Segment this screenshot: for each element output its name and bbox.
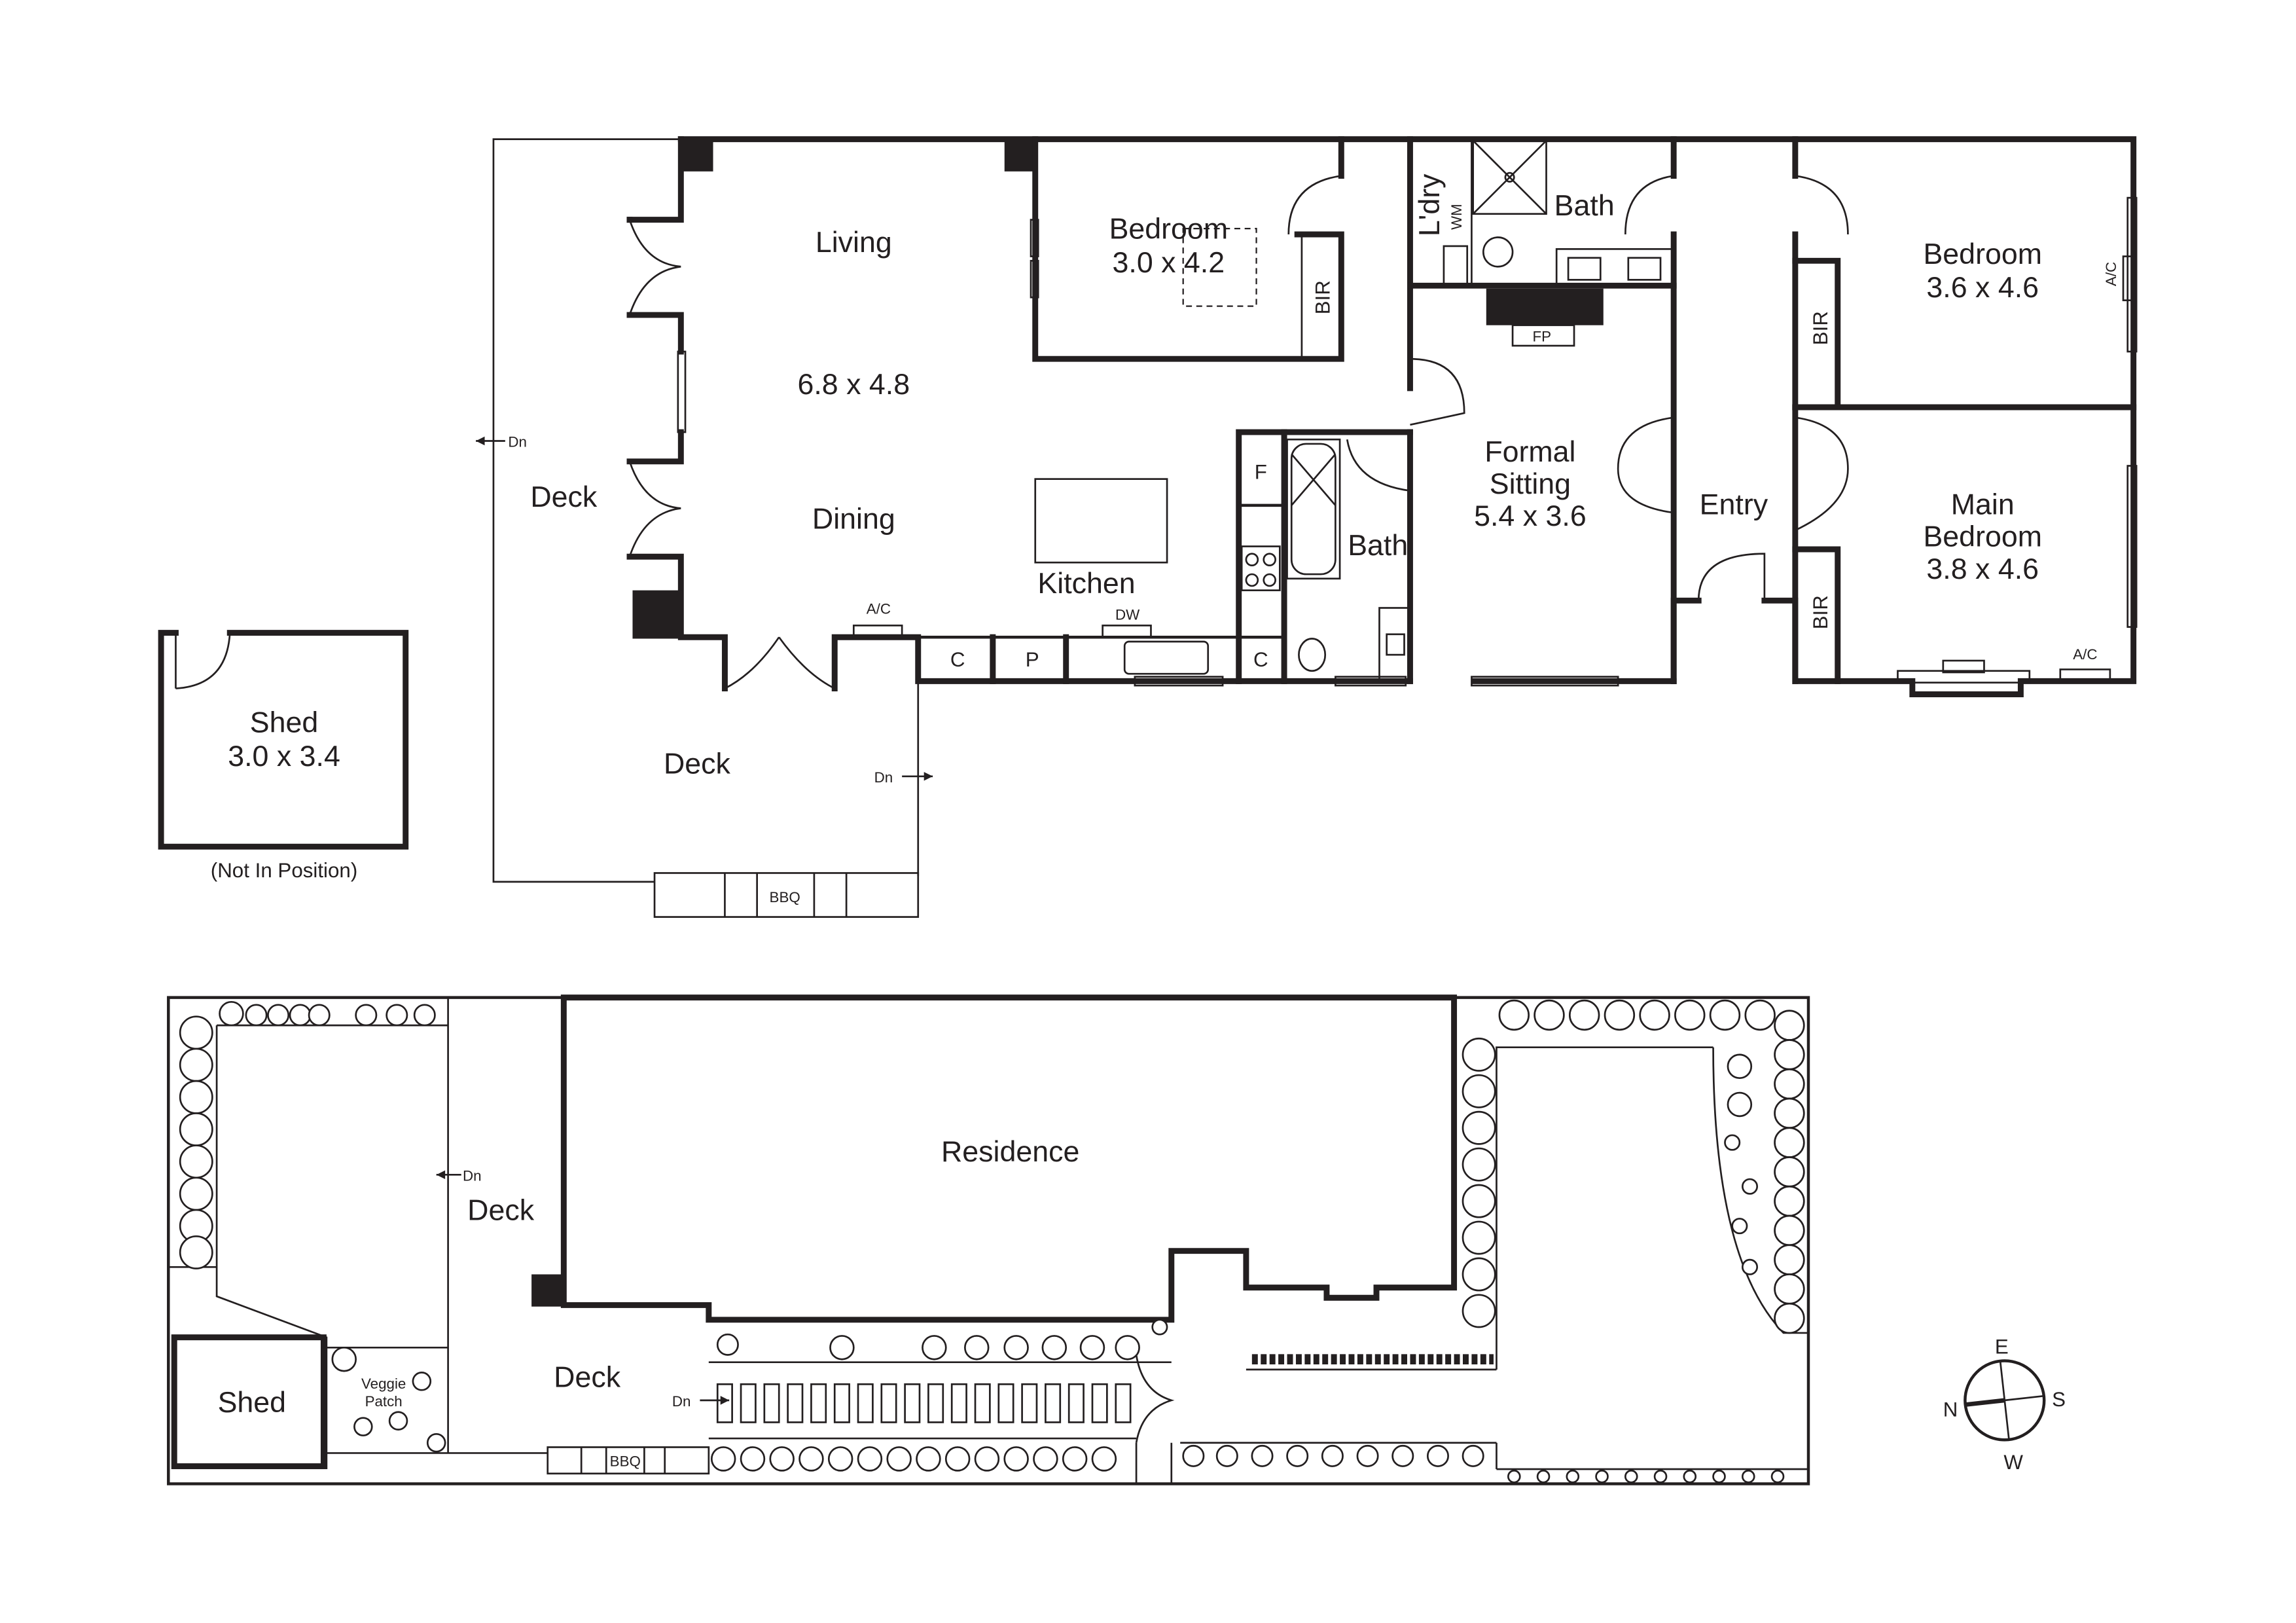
veggie-patch-label-2: Patch (365, 1393, 403, 1410)
residence-label: Residence (941, 1135, 1079, 1168)
room-formal-label-1: Formal (1484, 435, 1575, 468)
kitchen-bath (852, 429, 1619, 687)
cupboard-label: C (1253, 648, 1268, 671)
shed-position-note: (Not In Position) (211, 859, 358, 882)
room-bath-lower-label: Bath (1348, 529, 1408, 562)
compass-south: S (2052, 1388, 2066, 1411)
bir-label: BIR (1311, 280, 1334, 314)
svg-text:Dn: Dn (672, 1393, 691, 1410)
fireplace-surround (1486, 288, 1604, 325)
room-laundry-label: L'dry (1413, 173, 1446, 236)
room-bedroom-3-size: 3.6 x 4.6 (1926, 271, 2039, 304)
fridge-label: F (1255, 461, 1267, 484)
room-formal-size: 5.4 x 3.6 (1474, 500, 1587, 532)
compass-west: W (2003, 1451, 2023, 1474)
floor-plan-labels: Living 6.8 x 4.8 Dining Kitchen Bedroom … (476, 173, 2119, 905)
pier (1004, 139, 1037, 172)
deck-outline (492, 138, 920, 918)
cupboard-label: C (950, 648, 965, 671)
dishwasher-label: DW (1115, 606, 1140, 623)
stepping-stones (716, 1383, 1132, 1423)
room-main-bedroom-size: 3.8 x 4.6 (1926, 553, 2039, 585)
site-shed-label: Shed (218, 1386, 286, 1419)
site-stairs-down-upper: Dn (436, 1167, 482, 1184)
shed-label: Shed (250, 706, 318, 739)
room-dining-label: Dining (812, 503, 895, 536)
exterior-walls (626, 136, 2137, 697)
pantry-label: P (1026, 648, 1039, 671)
site-plan: Residence BBQ Shed Veggie Patch Deck Dec… (167, 994, 1810, 1486)
stairs-down-south: Dn (874, 769, 933, 786)
deck-south-label: Deck (664, 747, 731, 780)
veggie-patch-label-1: Veggie (361, 1376, 406, 1392)
room-kitchen-label: Kitchen (1037, 567, 1135, 600)
stairs-down-west: Dn (476, 433, 527, 450)
compass-east: E (1995, 1335, 2009, 1358)
deck-west-label: Deck (530, 481, 598, 513)
bedroom-2 (1030, 136, 1344, 362)
washing-machine-label: WM (1448, 204, 1465, 230)
shed-detached: Shed 3.0 x 3.4 (Not In Position) (158, 630, 409, 882)
room-main-bedroom-label-2: Bedroom (1923, 520, 2042, 553)
site-deck-upper-label: Deck (467, 1194, 535, 1227)
site-deck-lower-label: Deck (554, 1361, 621, 1394)
shed-size: 3.0 x 3.4 (228, 740, 340, 773)
pier (632, 590, 683, 639)
deck-doors (628, 219, 835, 689)
residence-outline (560, 994, 1458, 1323)
pier (681, 139, 713, 172)
svg-text:Dn: Dn (508, 433, 527, 450)
ac-label: A/C (867, 600, 891, 617)
compass-north: N (1943, 1398, 1958, 1421)
bbq-label: BBQ (770, 889, 800, 905)
compass: E N S W (1943, 1335, 2066, 1474)
room-bedroom-2-size: 3.0 x 4.2 (1113, 246, 1225, 279)
entry-bedrooms (1617, 136, 2138, 684)
room-bath-upper-label: Bath (1554, 189, 1615, 222)
bir-label: BIR (1809, 595, 1832, 629)
ac-label: A/C (2103, 262, 2119, 286)
site-stairs-down-lower: Dn (672, 1393, 730, 1410)
room-main-bedroom-label-1: Main (1951, 488, 2015, 520)
room-bedroom-2-label: Bedroom (1109, 213, 1229, 246)
site-bbq-label: BBQ (610, 1453, 641, 1470)
room-entry-label: Entry (1700, 488, 1768, 520)
laundry-bath (1407, 136, 1677, 684)
garden-shrubs (179, 999, 1805, 1484)
room-living-label: Living (816, 226, 892, 259)
bir-label: BIR (1809, 311, 1832, 345)
svg-text:Dn: Dn (874, 769, 893, 786)
fireplace-label: FP (1533, 328, 1552, 344)
floor-plan: Living 6.8 x 4.8 Dining Kitchen Bedroom … (158, 136, 2138, 918)
room-living-size: 6.8 x 4.8 (798, 368, 910, 401)
ac-label: A/C (2073, 646, 2097, 663)
svg-text:Dn: Dn (463, 1167, 482, 1184)
room-formal-label-2: Sitting (1490, 467, 1571, 500)
room-bedroom-3-label: Bedroom (1923, 238, 2042, 270)
